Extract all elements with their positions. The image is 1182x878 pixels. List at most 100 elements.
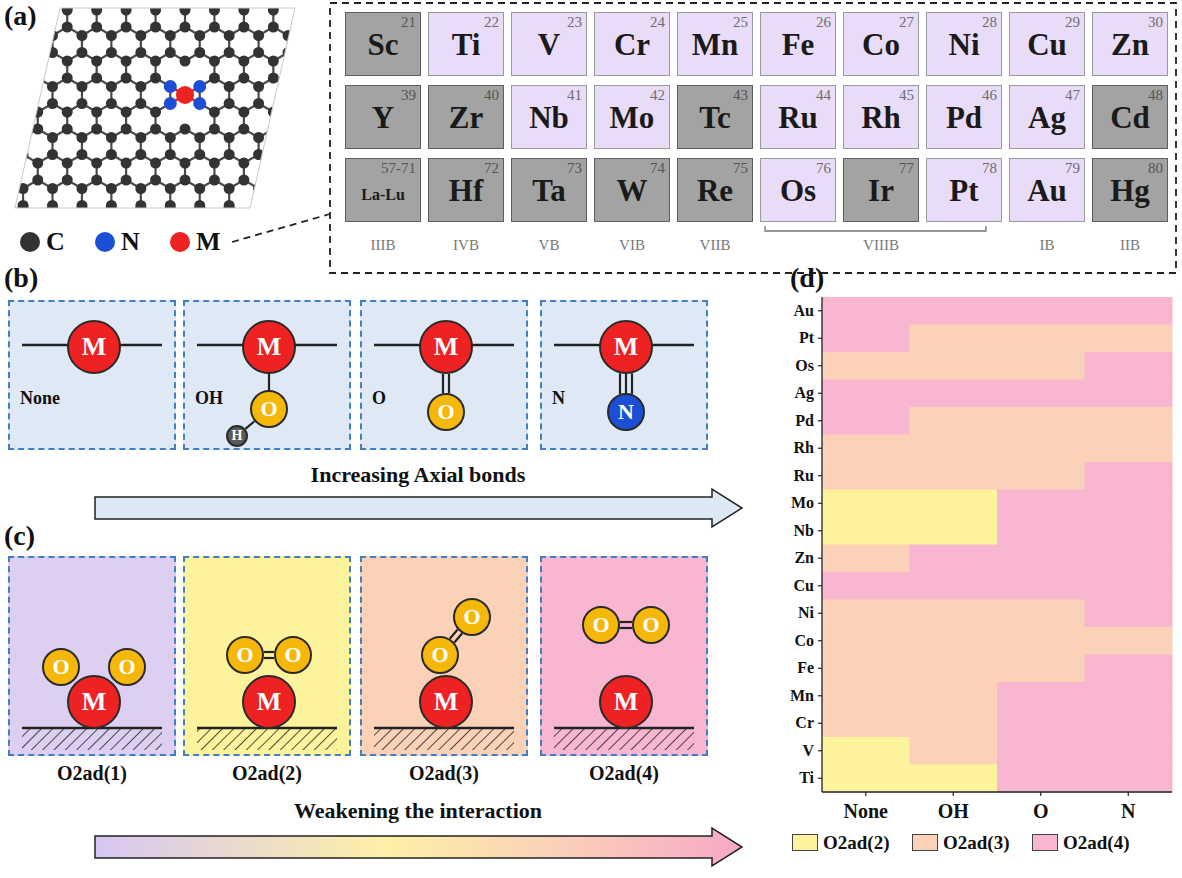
element-cell: La-Lu57-71 bbox=[345, 158, 421, 222]
trend-arrow bbox=[95, 489, 742, 527]
element-symbol: V bbox=[512, 28, 586, 62]
atom-symbol: O bbox=[260, 398, 277, 420]
atomic-number: 21 bbox=[401, 14, 416, 31]
trend-arrow bbox=[95, 828, 742, 866]
element-cell: Cu29 bbox=[1009, 12, 1085, 76]
atom-circle: M bbox=[67, 675, 121, 729]
atomic-number: 30 bbox=[1148, 14, 1163, 31]
element-cell: Hf72 bbox=[428, 158, 504, 222]
atomic-number: 76 bbox=[816, 160, 831, 177]
mode-label: O2ad(2) bbox=[175, 762, 359, 785]
atomic-number: 73 bbox=[567, 160, 582, 177]
element-cell: V23 bbox=[511, 12, 587, 76]
atomic-number: 48 bbox=[1148, 87, 1163, 104]
atomic-number: 40 bbox=[484, 87, 499, 104]
element-symbol: Tc bbox=[678, 101, 752, 135]
atomic-number: 44 bbox=[816, 87, 831, 104]
legend-text: C bbox=[46, 227, 65, 257]
element-symbol: Cd bbox=[1093, 101, 1167, 135]
element-symbol: Re bbox=[678, 174, 752, 208]
axial-box: NoneM bbox=[8, 300, 176, 450]
element-cell: Co27 bbox=[843, 12, 919, 76]
axial-label: OH bbox=[195, 388, 223, 409]
axis-label: O bbox=[1033, 800, 1049, 823]
pointer-line bbox=[232, 214, 330, 242]
atom-symbol: M bbox=[434, 689, 459, 715]
atom-symbol: O bbox=[431, 644, 448, 666]
element-symbol: Ag bbox=[1010, 101, 1084, 135]
atom-symbol: O bbox=[437, 401, 454, 423]
mode-label: O2ad(4) bbox=[532, 762, 716, 785]
element-cell: Nb41 bbox=[511, 85, 587, 149]
atom-circle: O bbox=[427, 393, 465, 431]
atom-circle: M bbox=[242, 675, 296, 729]
atomic-number: 47 bbox=[1065, 87, 1080, 104]
panel-label: (d) bbox=[790, 262, 824, 294]
atom-symbol: O bbox=[52, 656, 69, 678]
atom-circle: M bbox=[242, 320, 296, 374]
legend-swatch bbox=[20, 232, 40, 252]
element-symbol: Zr bbox=[429, 101, 503, 135]
axis-label: Cr bbox=[795, 714, 814, 732]
group-label: IIIB bbox=[371, 236, 396, 254]
element-symbol: Zn bbox=[1093, 28, 1167, 62]
atomic-number: 25 bbox=[733, 14, 748, 31]
element-symbol: W bbox=[595, 174, 669, 208]
axis-label: Pd bbox=[795, 412, 814, 430]
atom-symbol: M bbox=[434, 334, 459, 360]
atom-symbol: O bbox=[463, 606, 480, 628]
element-symbol: Co bbox=[844, 28, 918, 62]
axial-box: OMO bbox=[360, 300, 528, 450]
element-cell: Ir77 bbox=[843, 158, 919, 222]
atom-symbol: M bbox=[257, 334, 282, 360]
axis-label: OH bbox=[938, 800, 969, 823]
atom-circle: H bbox=[226, 425, 248, 447]
atomic-number: 28 bbox=[982, 14, 997, 31]
mode-label: O2ad(1) bbox=[0, 762, 184, 785]
axis-label: Ru bbox=[794, 467, 814, 485]
element-symbol: Mn bbox=[678, 28, 752, 62]
atomic-number: 23 bbox=[567, 14, 582, 31]
element-symbol: Cu bbox=[1010, 28, 1084, 62]
element-cell: Mo42 bbox=[594, 85, 670, 149]
axis-label: Au bbox=[794, 302, 814, 320]
element-cell: Ta73 bbox=[511, 158, 587, 222]
element-symbol: Ru bbox=[761, 101, 835, 135]
legend-text: M bbox=[196, 227, 221, 257]
atom-circle: O bbox=[274, 636, 312, 674]
element-symbol: La-Lu bbox=[346, 186, 420, 204]
atom-circle: M bbox=[67, 320, 121, 374]
legend-swatch bbox=[1032, 834, 1058, 851]
element-cell: Pd46 bbox=[926, 85, 1002, 149]
axis-label: Fe bbox=[797, 659, 814, 677]
axial-label: N bbox=[552, 388, 565, 409]
heatmap-cells bbox=[822, 297, 1173, 793]
element-cell: Zr40 bbox=[428, 85, 504, 149]
atomic-number: 22 bbox=[484, 14, 499, 31]
element-cell: Pt78 bbox=[926, 158, 1002, 222]
adsorption-box: O2ad(2)OOM bbox=[183, 556, 351, 756]
atom-symbol: O bbox=[592, 614, 609, 636]
atom-circle: O bbox=[226, 636, 264, 674]
atom-symbol: O bbox=[642, 614, 659, 636]
group-bracket bbox=[765, 226, 986, 231]
axis-label: V bbox=[802, 742, 814, 760]
atomic-number: 74 bbox=[650, 160, 665, 177]
atomic-number: 27 bbox=[899, 14, 914, 31]
element-symbol: Ir bbox=[844, 174, 918, 208]
atomic-number: 78 bbox=[982, 160, 997, 177]
group-label: IB bbox=[1040, 236, 1055, 254]
element-cell: Cd48 bbox=[1092, 85, 1168, 149]
atom-circle: M bbox=[599, 320, 653, 374]
element-symbol: Ni bbox=[927, 28, 1001, 62]
graphene-lattice bbox=[0, 0, 397, 296]
axis-label: Os bbox=[795, 357, 814, 375]
element-cell: Ni28 bbox=[926, 12, 1002, 76]
axis-label: Mo bbox=[791, 494, 814, 512]
atomic-number: 45 bbox=[899, 87, 914, 104]
atomic-number: 46 bbox=[982, 87, 997, 104]
element-cell: Tc43 bbox=[677, 85, 753, 149]
atom-symbol: M bbox=[614, 689, 639, 715]
axis-label: Cu bbox=[794, 577, 814, 595]
